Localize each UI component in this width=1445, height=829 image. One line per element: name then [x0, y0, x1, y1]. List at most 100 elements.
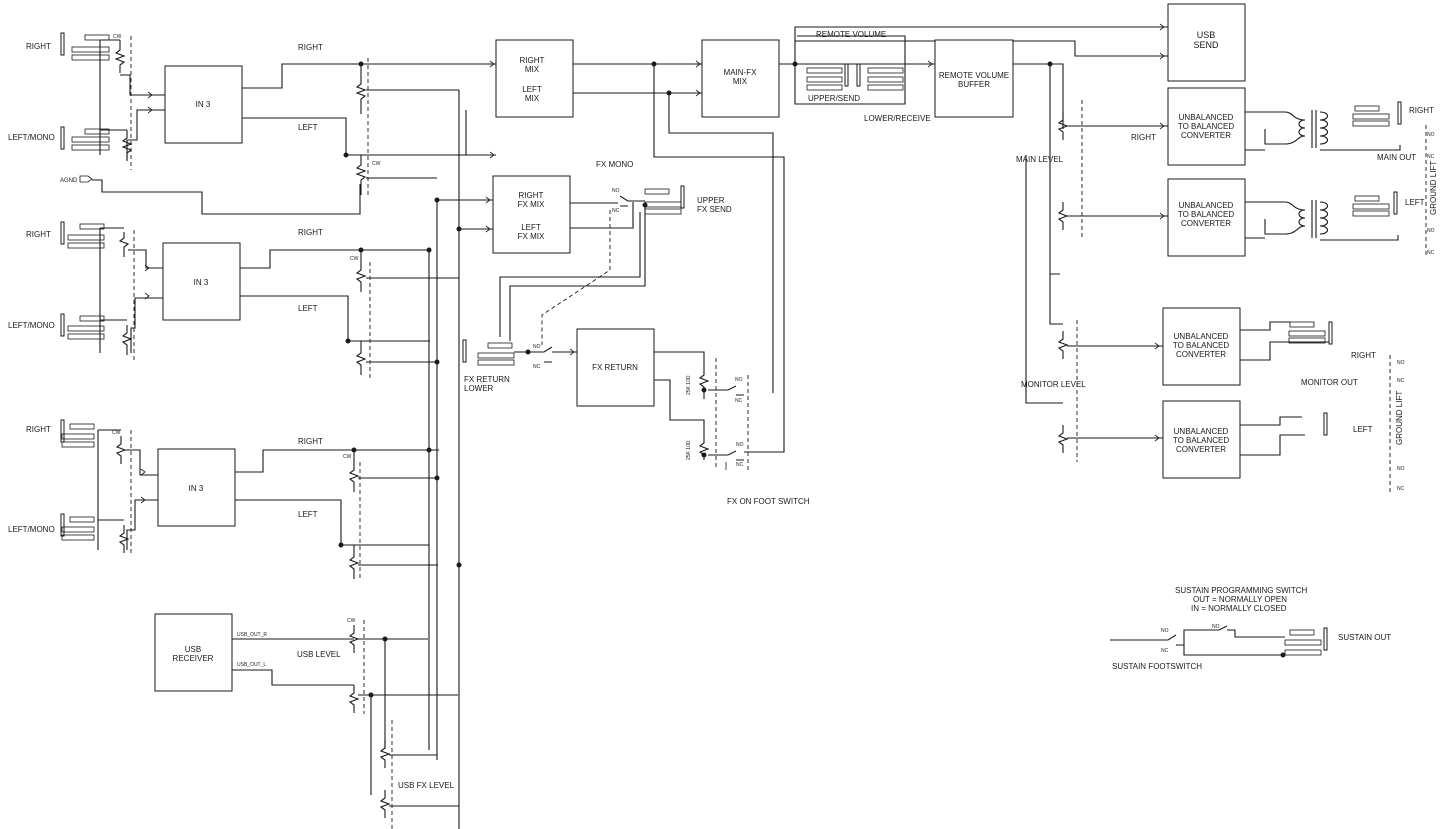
nc-label: NC [1427, 250, 1435, 256]
pot-value-label: 25K 10D [686, 440, 692, 460]
upper-fx-send-label-1: UPPER [697, 196, 725, 205]
in3-1-inputs [150, 94, 165, 111]
no-label: NO [736, 442, 744, 448]
main-ground-lift-label: GROUND LIFT [1429, 161, 1438, 215]
nc-label: NC [1397, 486, 1405, 492]
input2-gain-pot-top [118, 232, 130, 257]
input3-right-label: RIGHT [26, 425, 51, 434]
fx-return-lower-label-1: FX RETURN [464, 375, 510, 384]
usb-level-label: USB LEVEL [297, 650, 341, 659]
input3-gain-pot-top [115, 436, 127, 464]
no-label: NO [1161, 628, 1169, 634]
upper-send-label: UPPER/SEND [808, 94, 860, 103]
fx-on-foot-switch-label: FX ON FOOT SWITCH [727, 497, 810, 506]
sustain-out-jack [1323, 627, 1328, 651]
fx-return-lower-label-2: LOWER [464, 384, 494, 393]
usb-fx-level-label: USB FX LEVEL [398, 781, 455, 790]
in3-3-right-out-label: RIGHT [298, 437, 323, 446]
no-label: NO [612, 188, 620, 194]
ch1-fx-pot-left [355, 155, 367, 195]
level-outputs [1067, 125, 1168, 439]
sustain-footswitch-label: SUSTAIN FOOTSWITCH [1112, 662, 1202, 671]
in3-block-3-label: IN 3 [189, 484, 204, 493]
usb-out-r-label: USB_OUT_R [237, 632, 267, 638]
usb-send-label-1: USB [1197, 30, 1216, 40]
input1-left-jack [60, 126, 110, 151]
no-label: NO [1397, 466, 1405, 472]
nc-label: NC [735, 398, 743, 404]
unbal-4-label-3: CONVERTER [1176, 445, 1226, 454]
input2-right-jack [60, 221, 105, 249]
bus-taps [341, 249, 439, 546]
ch1-fx-pot-right [355, 64, 367, 114]
output-section: MAIN LEVEL MONITOR LEVEL RIGHT UNBALANCE… [1016, 87, 1438, 492]
unbal-1-label-3: CONVERTER [1181, 131, 1231, 140]
unbal-3-label-1: UNBALANCED [1174, 332, 1229, 341]
fx-mono-link [541, 210, 611, 345]
fx-mono-label: FX MONO [596, 160, 633, 169]
input1-right-jack [60, 32, 110, 61]
input2-right-label: RIGHT [26, 230, 51, 239]
monitor-out-label: MONITOR OUT [1301, 378, 1358, 387]
in3-1-outputs [242, 63, 496, 156]
unbal-2-label-2: TO BALANCED [1178, 210, 1235, 219]
input3-left-jack [60, 513, 95, 541]
in3-block-2-label: IN 3 [194, 278, 209, 287]
cw-label: CW [343, 454, 352, 460]
usb-receiver-block [154, 613, 233, 692]
upper-fx-send-label-2: FX SEND [697, 205, 732, 214]
usb-level-pots [348, 625, 360, 713]
main-fx-mix-label-1: MAIN-FX [724, 68, 758, 77]
unbal-converter-1 [1167, 87, 1246, 166]
sustain-out-open-label: OUT = NORMALLY OPEN [1193, 595, 1287, 604]
unbal-1-label-2: TO BALANCED [1178, 122, 1235, 131]
usb-level-outputs [358, 638, 458, 696]
usb-fx-outputs [389, 754, 459, 807]
left-mix-label-1: LEFT [522, 85, 542, 94]
sustain-switch-wires [1110, 625, 1285, 656]
input1-right-label: RIGHT [26, 42, 51, 51]
ch1-fx-sends [366, 89, 459, 179]
monitor-ground-lift-label: GROUND LIFT [1395, 391, 1404, 445]
channel-fx-pots: CW CW CW [343, 58, 459, 580]
agnd-label: AGND [60, 178, 78, 184]
fx-send-wires [499, 200, 646, 341]
input3-left-mono-label: LEFT/MONO [8, 525, 55, 534]
fx-mix-wires [437, 199, 634, 230]
main-right-label: RIGHT [1131, 133, 1156, 142]
usb-send-label-2: SEND [1193, 40, 1219, 50]
right-mix-label-1: RIGHT [520, 56, 545, 65]
main-right-transformer [1245, 110, 1329, 151]
nc-label: NC [1161, 648, 1169, 654]
in3-block-3 [157, 448, 236, 527]
mix-section: RIGHT MIX LEFT MIX MAIN-FX MIX RIGHT FX … [437, 39, 785, 453]
sustain-title: SUSTAIN PROGRAMMING SWITCH [1175, 586, 1308, 595]
fx-return-block [576, 328, 655, 407]
unbal-2-label-3: CONVERTER [1181, 219, 1231, 228]
input-section-2: RIGHT LEFT/MONO IN 3 RIGHT LEFT [8, 221, 430, 360]
ch2-fx-pot-right [355, 250, 367, 292]
fx-return-level-pots [698, 367, 710, 460]
main-out-right-jack [1397, 101, 1402, 125]
pot-value-label: 25K 10D [686, 375, 692, 395]
monitor-right-wires [1240, 321, 1330, 361]
cw-label: CW [113, 34, 122, 40]
usb-out-l-label: USB_OUT_L [237, 662, 266, 668]
input1-wires [99, 39, 150, 160]
sustain-section: SUSTAIN PROGRAMMING SWITCH OUT = NORMALL… [1110, 586, 1391, 671]
fx-return-lower-jack [462, 339, 467, 363]
cw-label: CW [372, 161, 381, 167]
input2-gain-pot-bottom [121, 325, 133, 355]
unbal-4-label-1: UNBALANCED [1174, 427, 1229, 436]
unbal-1-label-1: UNBALANCED [1179, 113, 1234, 122]
right-mix-label-2: MIX [525, 65, 540, 74]
fx-mono-switch [619, 195, 629, 207]
nc-label: NC [1427, 154, 1435, 160]
no-label: NO [1427, 132, 1435, 138]
monitor-out-left-jack [1323, 412, 1328, 436]
monitor-out-jack [1328, 321, 1333, 345]
input2-wires [99, 227, 163, 353]
in3-2-outputs [240, 249, 430, 342]
sustain-in-closed-label: IN = NORMALLY CLOSED [1191, 604, 1287, 613]
